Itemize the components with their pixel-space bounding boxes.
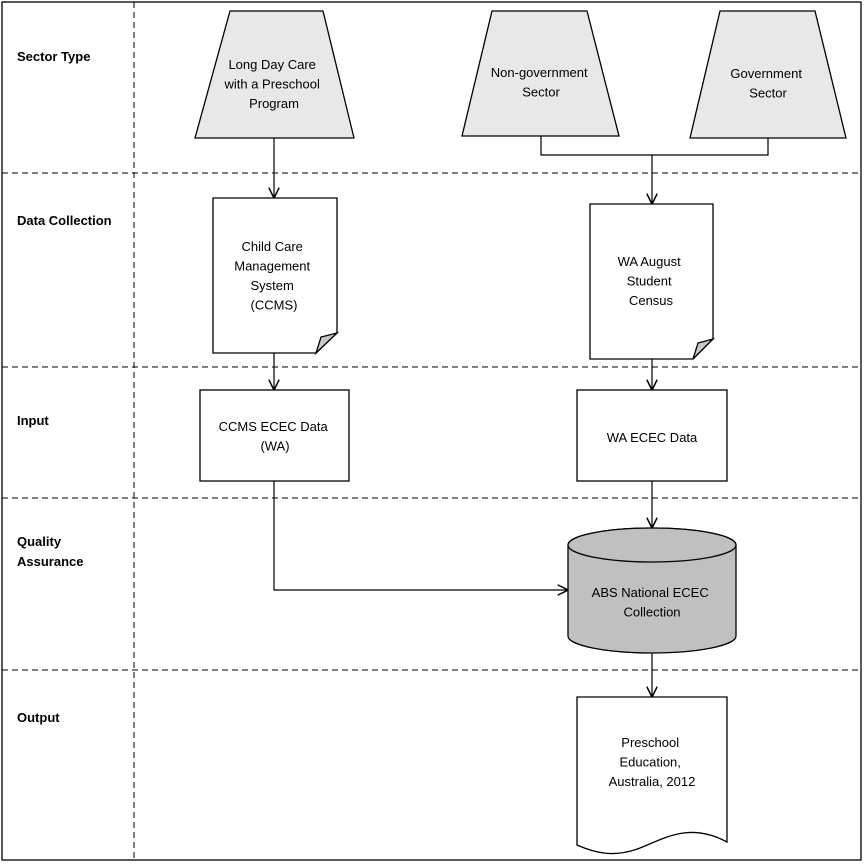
government-sector-node: Government Sector <box>689 10 847 139</box>
svg-text:WA August Student: WA August Student Census <box>618 254 685 308</box>
svg-text:Preschool Education,: Preschool Education, Australia, 2012 <box>609 735 696 789</box>
abs-national-collection-node: ABS National ECEC Collection <box>567 527 737 654</box>
connector-non-government-merge <box>540 136 769 156</box>
long-day-care-node: Long Day Care with a Preschool Program <box>194 10 355 139</box>
lane-label-input: Input <box>17 413 49 428</box>
svg-text:WA ECEC Data: WA ECEC Data <box>607 430 698 445</box>
lane-label-output: Output <box>17 710 60 725</box>
connector-ccms-data-to-abs <box>273 481 567 590</box>
lane-label-data-collection: Data Collection <box>17 213 112 228</box>
svg-text:CCMS ECEC Data (WA): CCMS ECEC Data (WA) <box>219 419 332 454</box>
wa-ecec-data-node: WA ECEC Data <box>576 389 728 482</box>
preschool-education-output-node: Preschool Education, Australia, 2012 <box>576 696 728 855</box>
svg-text:ABS National ECEC Collec: ABS National ECEC Collection <box>592 585 713 620</box>
ccms-document-node: Child Care Management System (CCMS) <box>212 197 340 356</box>
svg-text:Child Care Management: Child Care Management System (CCMS) <box>234 239 314 313</box>
wa-census-document-node: WA August Student Census <box>589 203 716 360</box>
ccms-ecec-data-node: CCMS ECEC Data (WA) <box>199 389 350 482</box>
svg-text:Long Day Care with a Pre: Long Day Care with a Preschool Program <box>223 57 323 111</box>
non-government-sector-node: Non-government Sector <box>461 10 620 137</box>
svg-text:Government Sector: Government Sector <box>730 66 805 101</box>
lane-label-quality-assurance: Quality Assurance <box>17 534 83 569</box>
svg-text:Non-government Sector: Non-government Sector <box>491 65 591 100</box>
lane-label-sector-type: Sector Type <box>17 49 90 64</box>
